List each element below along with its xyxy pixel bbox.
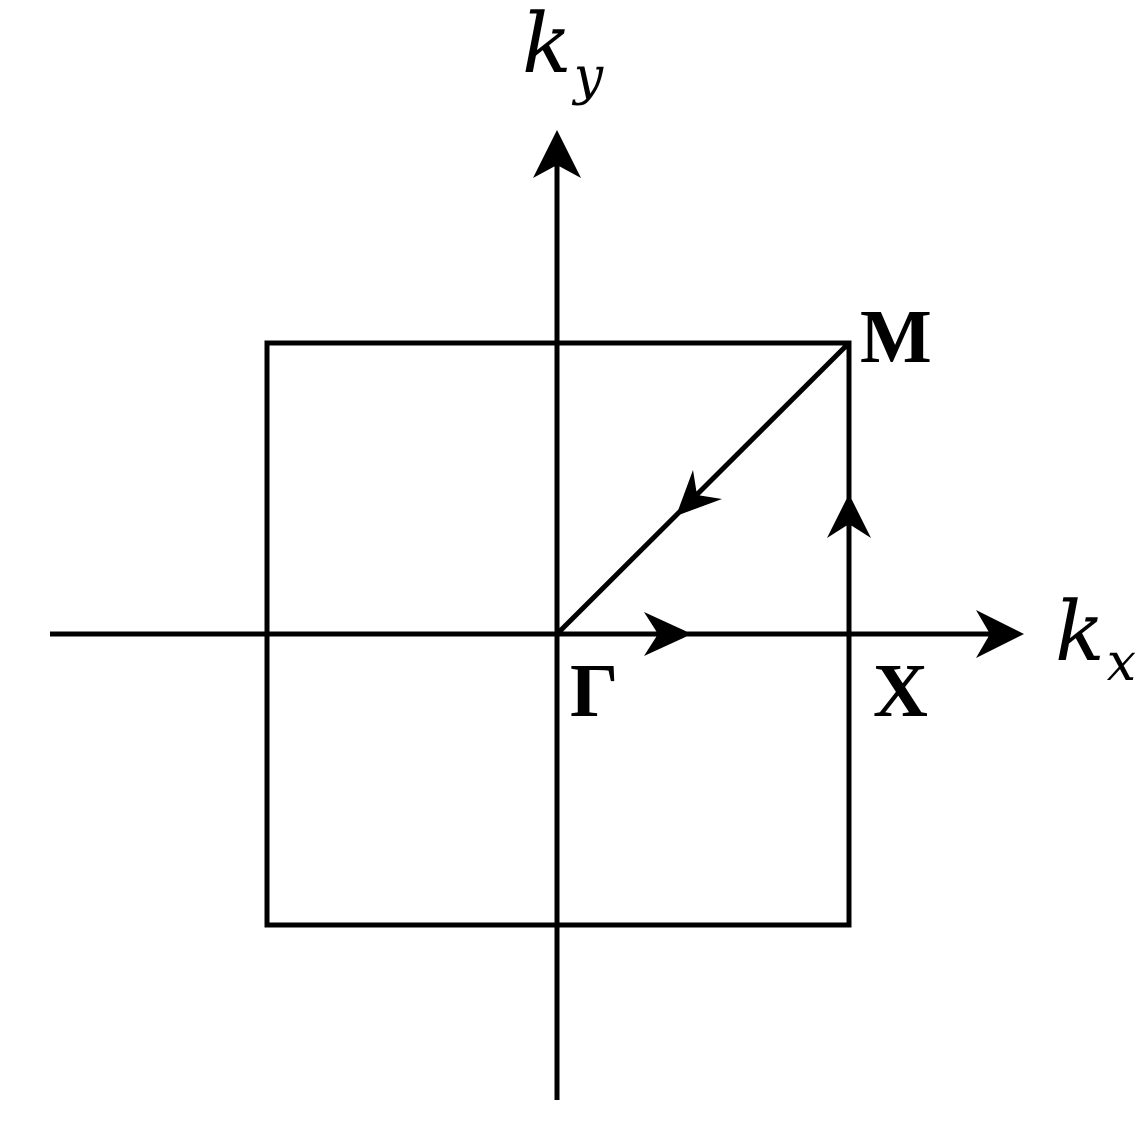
kx-axis-label-main: k bbox=[1055, 585, 1105, 680]
m-gamma-path-line bbox=[555, 341, 851, 636]
kx-axis-label: kx bbox=[1055, 585, 1136, 693]
gamma-x-path-arrow bbox=[644, 612, 692, 656]
m-gamma-path-arrow bbox=[676, 470, 722, 516]
ky-axis-label: ky bbox=[522, 0, 604, 107]
ky-axis-label-subscript: y bbox=[572, 47, 604, 107]
m-point-label: M bbox=[860, 295, 932, 379]
x-point-label: X bbox=[873, 649, 928, 733]
kx-axis-label-subscript: x bbox=[1107, 633, 1136, 693]
x-m-path-arrow bbox=[827, 494, 871, 538]
ky-axis-arrowhead bbox=[533, 130, 581, 178]
gamma-point-label: Γ bbox=[570, 649, 618, 733]
kx-axis-arrowhead bbox=[976, 610, 1024, 658]
ky-axis-label-main: k bbox=[522, 0, 572, 92]
